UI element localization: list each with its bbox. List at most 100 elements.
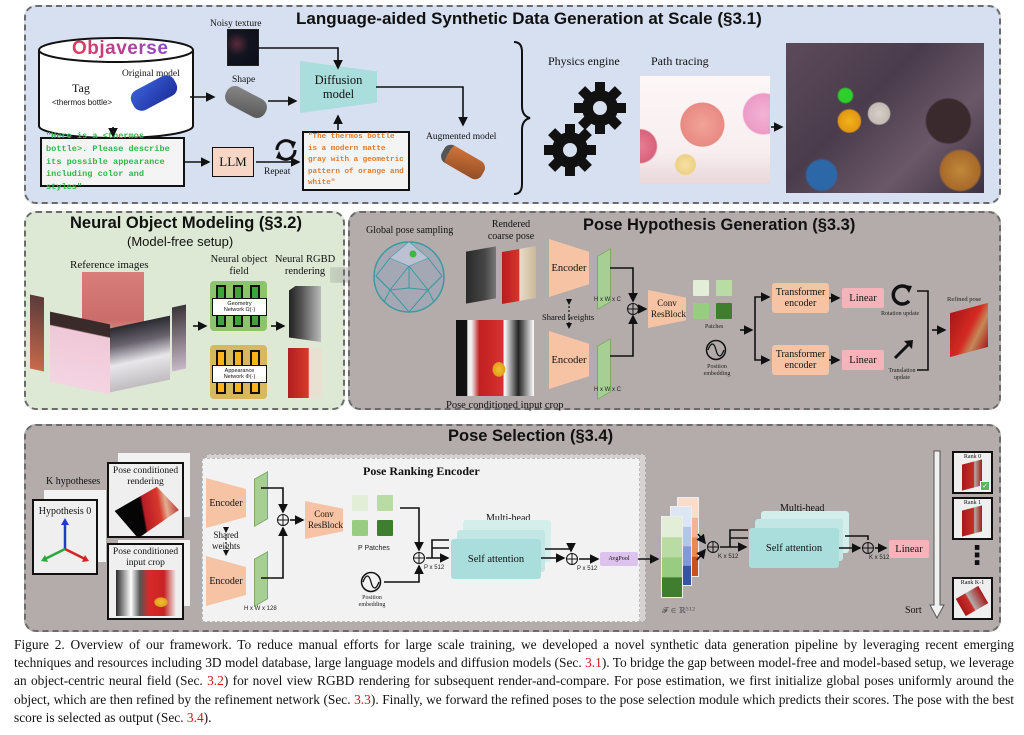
llm-prompt-box: "Here is a <thermos bottle>. Please desc… <box>40 131 185 192</box>
section-ref-34[interactable]: 3.4 <box>186 709 204 725</box>
feature-dims-bottom: H x W x C <box>594 387 621 393</box>
reference-image-right <box>110 315 170 393</box>
reference-images-label: Reference images <box>70 259 149 271</box>
section-32-title: Neural Object Modeling (§3.2) <box>70 214 302 232</box>
k-dims-1: K x 512 <box>718 554 739 560</box>
avgpool-label: AvgPool <box>608 556 630 562</box>
sum-node-33 <box>627 303 639 315</box>
tag-label: Tag <box>72 81 90 95</box>
sort-arrow-icon <box>929 450 945 620</box>
pose-conditioned-input-crop-label: Pose conditioned input crop <box>446 400 564 411</box>
conv-resblock-label: Conv ResBlock <box>308 509 343 530</box>
patch-4 <box>716 303 732 319</box>
patch-3 <box>693 303 709 319</box>
caption-text-5: ). <box>203 709 212 725</box>
transformer-encoder-translation: Transformer encoder <box>772 345 829 375</box>
k-hypotheses-label: K hypotheses <box>46 476 101 487</box>
sum-node-34-a <box>277 514 289 526</box>
section-ref-31[interactable]: 3.1 <box>585 655 602 671</box>
multihead-label-34-b: Multi-head <box>780 503 825 514</box>
sum-node-34-d <box>707 541 719 553</box>
conv-resblock-33: Conv ResBlock <box>648 290 686 328</box>
caption-text-2: ). To bridge the gap between model-free … <box>14 655 1014 689</box>
objaverse-logo: Objaverse <box>72 38 169 59</box>
patch-34-4 <box>377 520 393 536</box>
transformer-encoder-label: Transformer encoder <box>775 349 826 371</box>
position-embedding-icon <box>705 339 727 361</box>
position-embedding-label-34: Position embedding <box>358 595 386 608</box>
feature-map-bottom-34 <box>254 550 268 608</box>
avgpool-block: AvgPool <box>600 552 638 566</box>
rank-label: Rank K-1 <box>960 580 985 586</box>
pose-sphere-icon <box>373 241 445 313</box>
neural-rgbd-rendering-label: Neural RGBD rendering <box>274 254 336 277</box>
appearance-network-label: Appearance Network Φ(·) <box>223 367 256 381</box>
linear-label: Linear <box>849 354 877 366</box>
patch-1 <box>693 280 709 296</box>
coarse-rgb-image <box>502 246 536 304</box>
feature-space-label: 𝓕 ∈ ℝ⁵¹² <box>662 606 696 615</box>
rgb-render-image <box>288 348 322 398</box>
encoder-label: Encoder <box>551 262 587 274</box>
position-embedding-icon-34 <box>360 571 382 593</box>
hypothesis-label: Hypothesis 0 <box>38 506 92 517</box>
ranking-encoder-title: Pose Ranking Encoder <box>363 464 480 478</box>
neural-object-field-label: Neural object field <box>210 254 268 277</box>
section-34-title: Pose Selection (§3.4) <box>448 427 614 445</box>
linear-translation: Linear <box>842 350 884 370</box>
self-attention-label: Self attention <box>765 542 823 554</box>
position-embedding-label: Position embedding <box>703 364 731 377</box>
pose-crop-image <box>116 570 176 616</box>
translation-update-icon <box>893 340 913 360</box>
feature-dims-34: H x W x 128 <box>244 606 277 612</box>
reference-image-right-far <box>172 304 186 372</box>
shared-weights-label-34: Shared weights <box>212 530 240 551</box>
linear-label: Linear <box>849 292 877 304</box>
feature-dims-top: H x W x C <box>594 297 621 303</box>
k-dims-2: K x 512 <box>869 555 890 561</box>
linear-rotation: Linear <box>842 288 884 308</box>
rank-0-image <box>962 459 982 491</box>
llm-output-text: "The thermos bottle is a modern matte gr… <box>308 133 404 188</box>
rank-label: Rank 1 <box>963 500 982 506</box>
objaverse-database-icon <box>38 37 194 139</box>
reference-image-left <box>50 311 110 395</box>
section-ref-33[interactable]: 3.3 <box>354 691 371 707</box>
physics-engine-label: Physics engine <box>548 54 620 68</box>
repeat-label: Repeat <box>264 167 291 177</box>
sort-label: Sort <box>905 605 922 616</box>
self-attention-34: Self attention <box>451 539 541 579</box>
selected-check-icon: ✓ <box>980 481 990 491</box>
noisy-texture-label: Noisy texture <box>210 19 262 29</box>
caption-text-1: Figure 2. Overview of our framework. To … <box>14 637 1014 671</box>
section-33-title: Pose Hypothesis Generation (§3.3) <box>583 216 856 234</box>
diffusion-model-label: Diffusion model <box>314 73 363 101</box>
multihead-label-34: Multi-head <box>486 513 531 524</box>
rendered-coarse-pose-label: Rendered coarse pose <box>487 219 535 242</box>
figure-caption: Figure 2. Overview of our framework. To … <box>14 636 1014 727</box>
encoder-label: Encoder <box>551 354 587 366</box>
feature-vector-green <box>661 516 683 598</box>
rank-label: Rank 0 <box>963 454 982 460</box>
sum-node-34-e <box>862 542 874 554</box>
noisy-texture-image <box>227 29 259 66</box>
self-attention-k: Self attention <box>749 528 839 568</box>
shape-label: Shape <box>232 75 256 85</box>
caption-text-4: ). Finally, we forward the refined poses… <box>14 691 1014 725</box>
pose-crop-label: Pose conditioned input crop <box>112 547 179 568</box>
p-dims-2: P x 512 <box>577 566 598 572</box>
path-tracing-image <box>640 76 770 184</box>
llm-label: LLM <box>219 154 247 169</box>
p-patches-label: P Patches <box>358 545 390 552</box>
refined-pose-label: Refined pose <box>947 296 982 303</box>
section-31-title: Language-aided Synthetic Data Generation… <box>296 9 762 28</box>
p-dims-1: P x 512 <box>424 565 445 571</box>
shared-weights-label: Shared weights <box>542 312 595 322</box>
section-32-subtitle: (Model-free setup) <box>127 234 234 249</box>
section-ref-32[interactable]: 3.2 <box>207 673 224 689</box>
transformer-encoder-rotation: Transformer encoder <box>772 283 829 313</box>
rank-1-image <box>962 505 982 537</box>
appearance-network-label-box: Appearance Network Φ(·) <box>212 365 267 383</box>
patch-34-1 <box>352 495 368 511</box>
repeat-icon <box>275 139 297 161</box>
